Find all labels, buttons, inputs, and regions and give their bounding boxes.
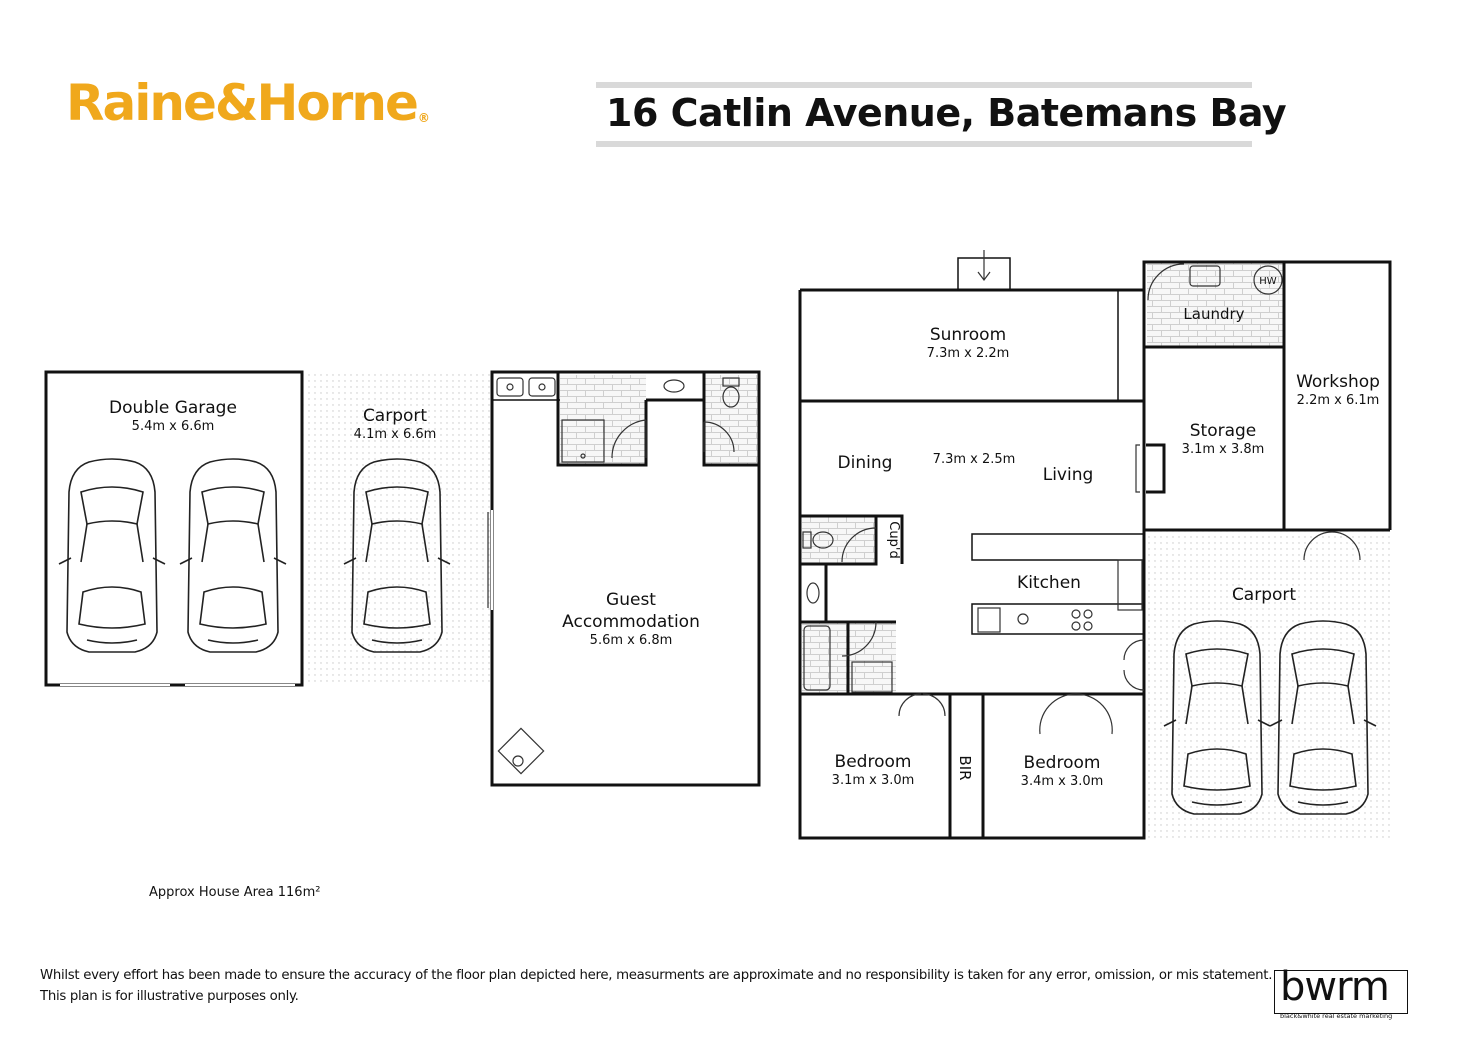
workshop-dims: 2.2m x 6.1m — [1297, 393, 1380, 408]
bwrm-tagline: black&white real estate marketing — [1280, 1012, 1393, 1020]
disclaimer-line-1: Whilst every effort has been made to ens… — [40, 968, 1273, 983]
toilet-tiles — [802, 516, 876, 564]
disclaimer: Whilst every effort has been made to ens… — [40, 965, 1272, 1007]
bir-label: BIR — [956, 755, 974, 780]
raine-horne-logo: Raine&Horne® — [66, 74, 430, 132]
kitchen-label: Kitchen — [1017, 573, 1081, 593]
bwrm-logo: bwrm black&white real estate marketing — [1274, 964, 1408, 1022]
guest-fixtures — [487, 377, 740, 775]
carport-left-label: Carport — [363, 406, 427, 426]
banner-top-rule — [596, 82, 1252, 88]
laundry-label: Laundry — [1183, 305, 1244, 323]
double-garage-dims: 5.4m x 6.6m — [132, 419, 215, 434]
living-label: Living — [1043, 465, 1094, 485]
bedroom2-dims: 3.4m x 3.0m — [1021, 774, 1104, 789]
hot-water-label: HW — [1259, 276, 1277, 287]
dining-label: Dining — [838, 453, 893, 473]
guest-label-1: Guest — [606, 590, 656, 610]
carport-left-dims: 4.1m x 6.6m — [354, 427, 437, 442]
cupboard-label: Cup'd — [886, 521, 901, 558]
double-garage-walls — [44, 370, 304, 687]
sunroom-dims: 7.3m x 2.2m — [927, 346, 1010, 361]
banner-bottom-rule — [596, 141, 1252, 147]
double-garage-label: Double Garage — [109, 398, 237, 418]
address-banner: 16 Catlin Avenue, Batemans Bay — [596, 82, 1287, 148]
garage-car-2 — [179, 458, 287, 653]
bwrm-logo-frame — [1274, 970, 1408, 1014]
bedroom1-label: Bedroom — [835, 752, 912, 772]
living-dims: 7.3m x 2.5m — [933, 452, 1016, 467]
wc-tiles — [704, 375, 758, 465]
storage-dims: 3.1m x 3.8m — [1182, 442, 1265, 457]
bedroom2-label: Bedroom — [1024, 753, 1101, 773]
carport-right-floor — [1146, 531, 1392, 840]
guest-label-2: Accommodation — [562, 612, 700, 632]
carport-right-label: Carport — [1232, 585, 1296, 605]
page-title: 16 Catlin Avenue, Batemans Bay — [606, 91, 1287, 135]
sunroom-label: Sunroom — [930, 325, 1006, 345]
garage-car-1 — [58, 458, 166, 653]
bedroom1-dims: 3.1m x 3.0m — [832, 773, 915, 788]
guest-dims: 5.6m x 6.8m — [590, 633, 673, 648]
laundry-tiles — [1147, 263, 1283, 347]
house-fixtures — [802, 250, 1361, 735]
disclaimer-line-2: This plan is for illustrative purposes o… — [40, 989, 299, 1004]
storage-label: Storage — [1190, 421, 1257, 441]
workshop-label: Workshop — [1296, 372, 1380, 392]
bwrm-logo-word: bwrm — [1280, 964, 1390, 1010]
house-walls — [798, 257, 1392, 840]
carport-left-floor — [302, 373, 492, 685]
house-area-note: Approx House Area 116m² — [149, 885, 321, 900]
